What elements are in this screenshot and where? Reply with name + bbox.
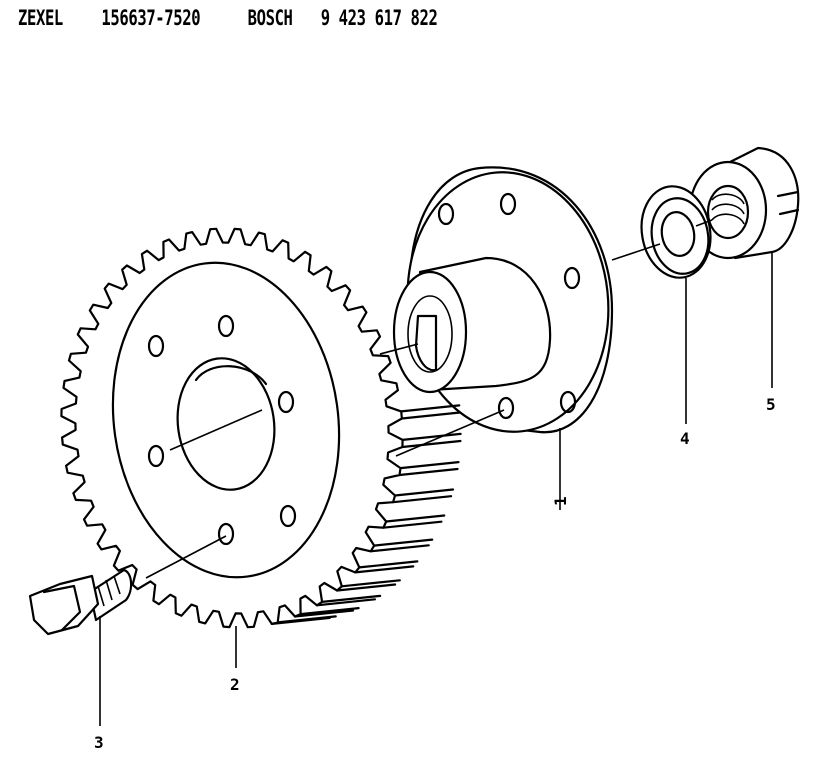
- part-1-hub-flange: [392, 166, 614, 434]
- assembly-lines: [145, 219, 713, 579]
- leader-lines: [99, 252, 773, 726]
- callout-2: 2: [230, 675, 240, 694]
- callout-4: 4: [680, 429, 690, 448]
- zexel-part-number: 156637-7520: [101, 6, 201, 30]
- part-3-bolt: [28, 568, 133, 636]
- part-4-washer: [640, 185, 712, 279]
- brand-bosch: BOSCH: [247, 6, 293, 30]
- callout-5: 5: [766, 395, 776, 414]
- brand-zexel: ZEXEL: [18, 6, 63, 30]
- part-2-gear: [60, 227, 462, 629]
- bosch-part-number: 9 423 617 822: [320, 6, 438, 30]
- callout-3: 3: [94, 733, 104, 752]
- callout-1: 1: [551, 496, 570, 506]
- part-number-header: ZEXEL 156637-7520 BOSCH 9 423 617 822: [18, 6, 528, 40]
